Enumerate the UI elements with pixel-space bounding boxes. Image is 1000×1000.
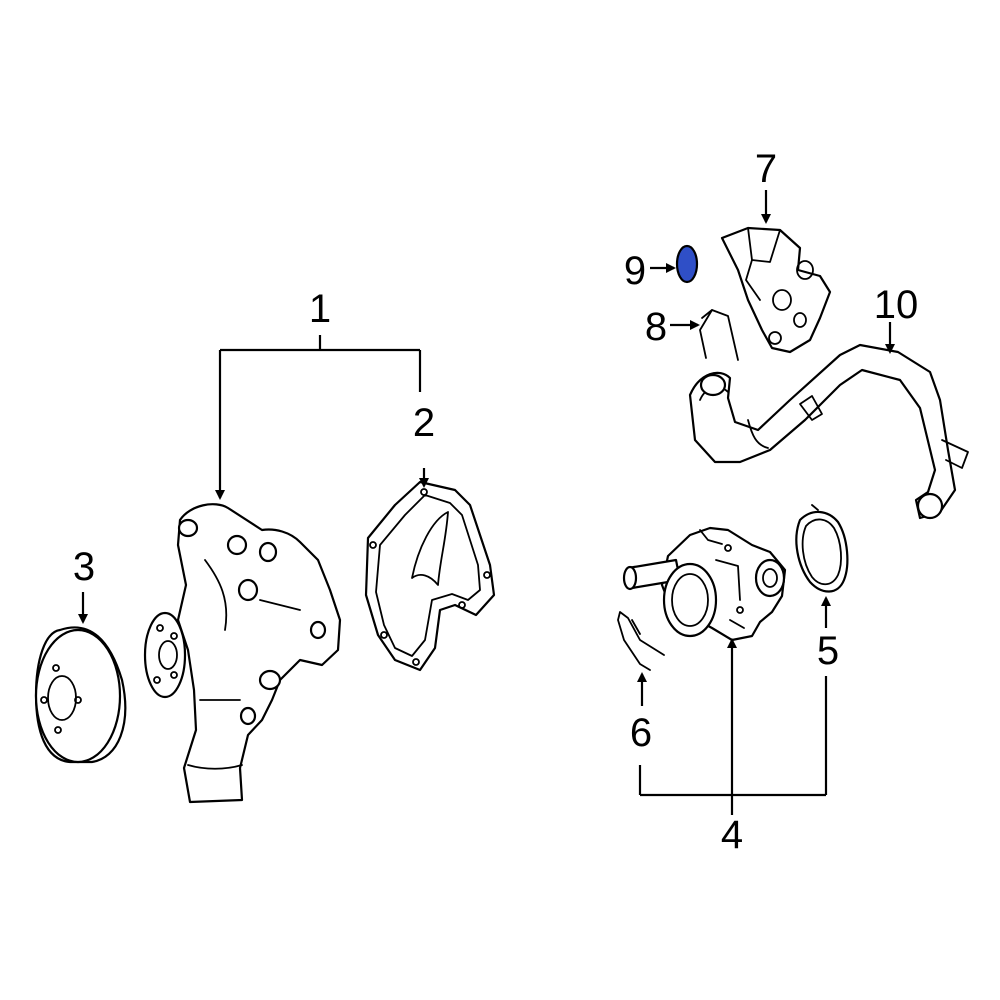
callout-5: 5 [817,629,839,673]
callout-labels: 1 2 3 4 5 6 7 8 9 10 [73,147,918,857]
callout-2: 2 [413,401,435,445]
pipe-part[interactable] [688,343,969,520]
leader-4-bracket [638,676,828,797]
housing-part[interactable] [720,226,832,354]
callout-8: 8 [645,305,667,349]
callout-7: 7 [755,147,777,191]
leader-lines [78,190,895,815]
leader-1 [220,335,420,498]
callout-6: 6 [630,711,652,755]
gasket-part[interactable] [364,480,496,672]
callout-10: 10 [874,283,919,327]
callout-3: 3 [73,545,95,589]
thermostat-housing-part[interactable] [622,526,787,642]
callout-4: 4 [721,813,743,857]
clip-part[interactable] [699,309,739,361]
water-pump-part[interactable] [143,503,342,804]
callout-1: 1 [309,287,331,331]
retaining-clip-part[interactable] [617,611,665,671]
seal-part[interactable] [795,504,849,593]
callout-9: 9 [624,249,646,293]
pulley-part[interactable] [34,626,127,764]
o-ring-part[interactable] [675,244,699,284]
